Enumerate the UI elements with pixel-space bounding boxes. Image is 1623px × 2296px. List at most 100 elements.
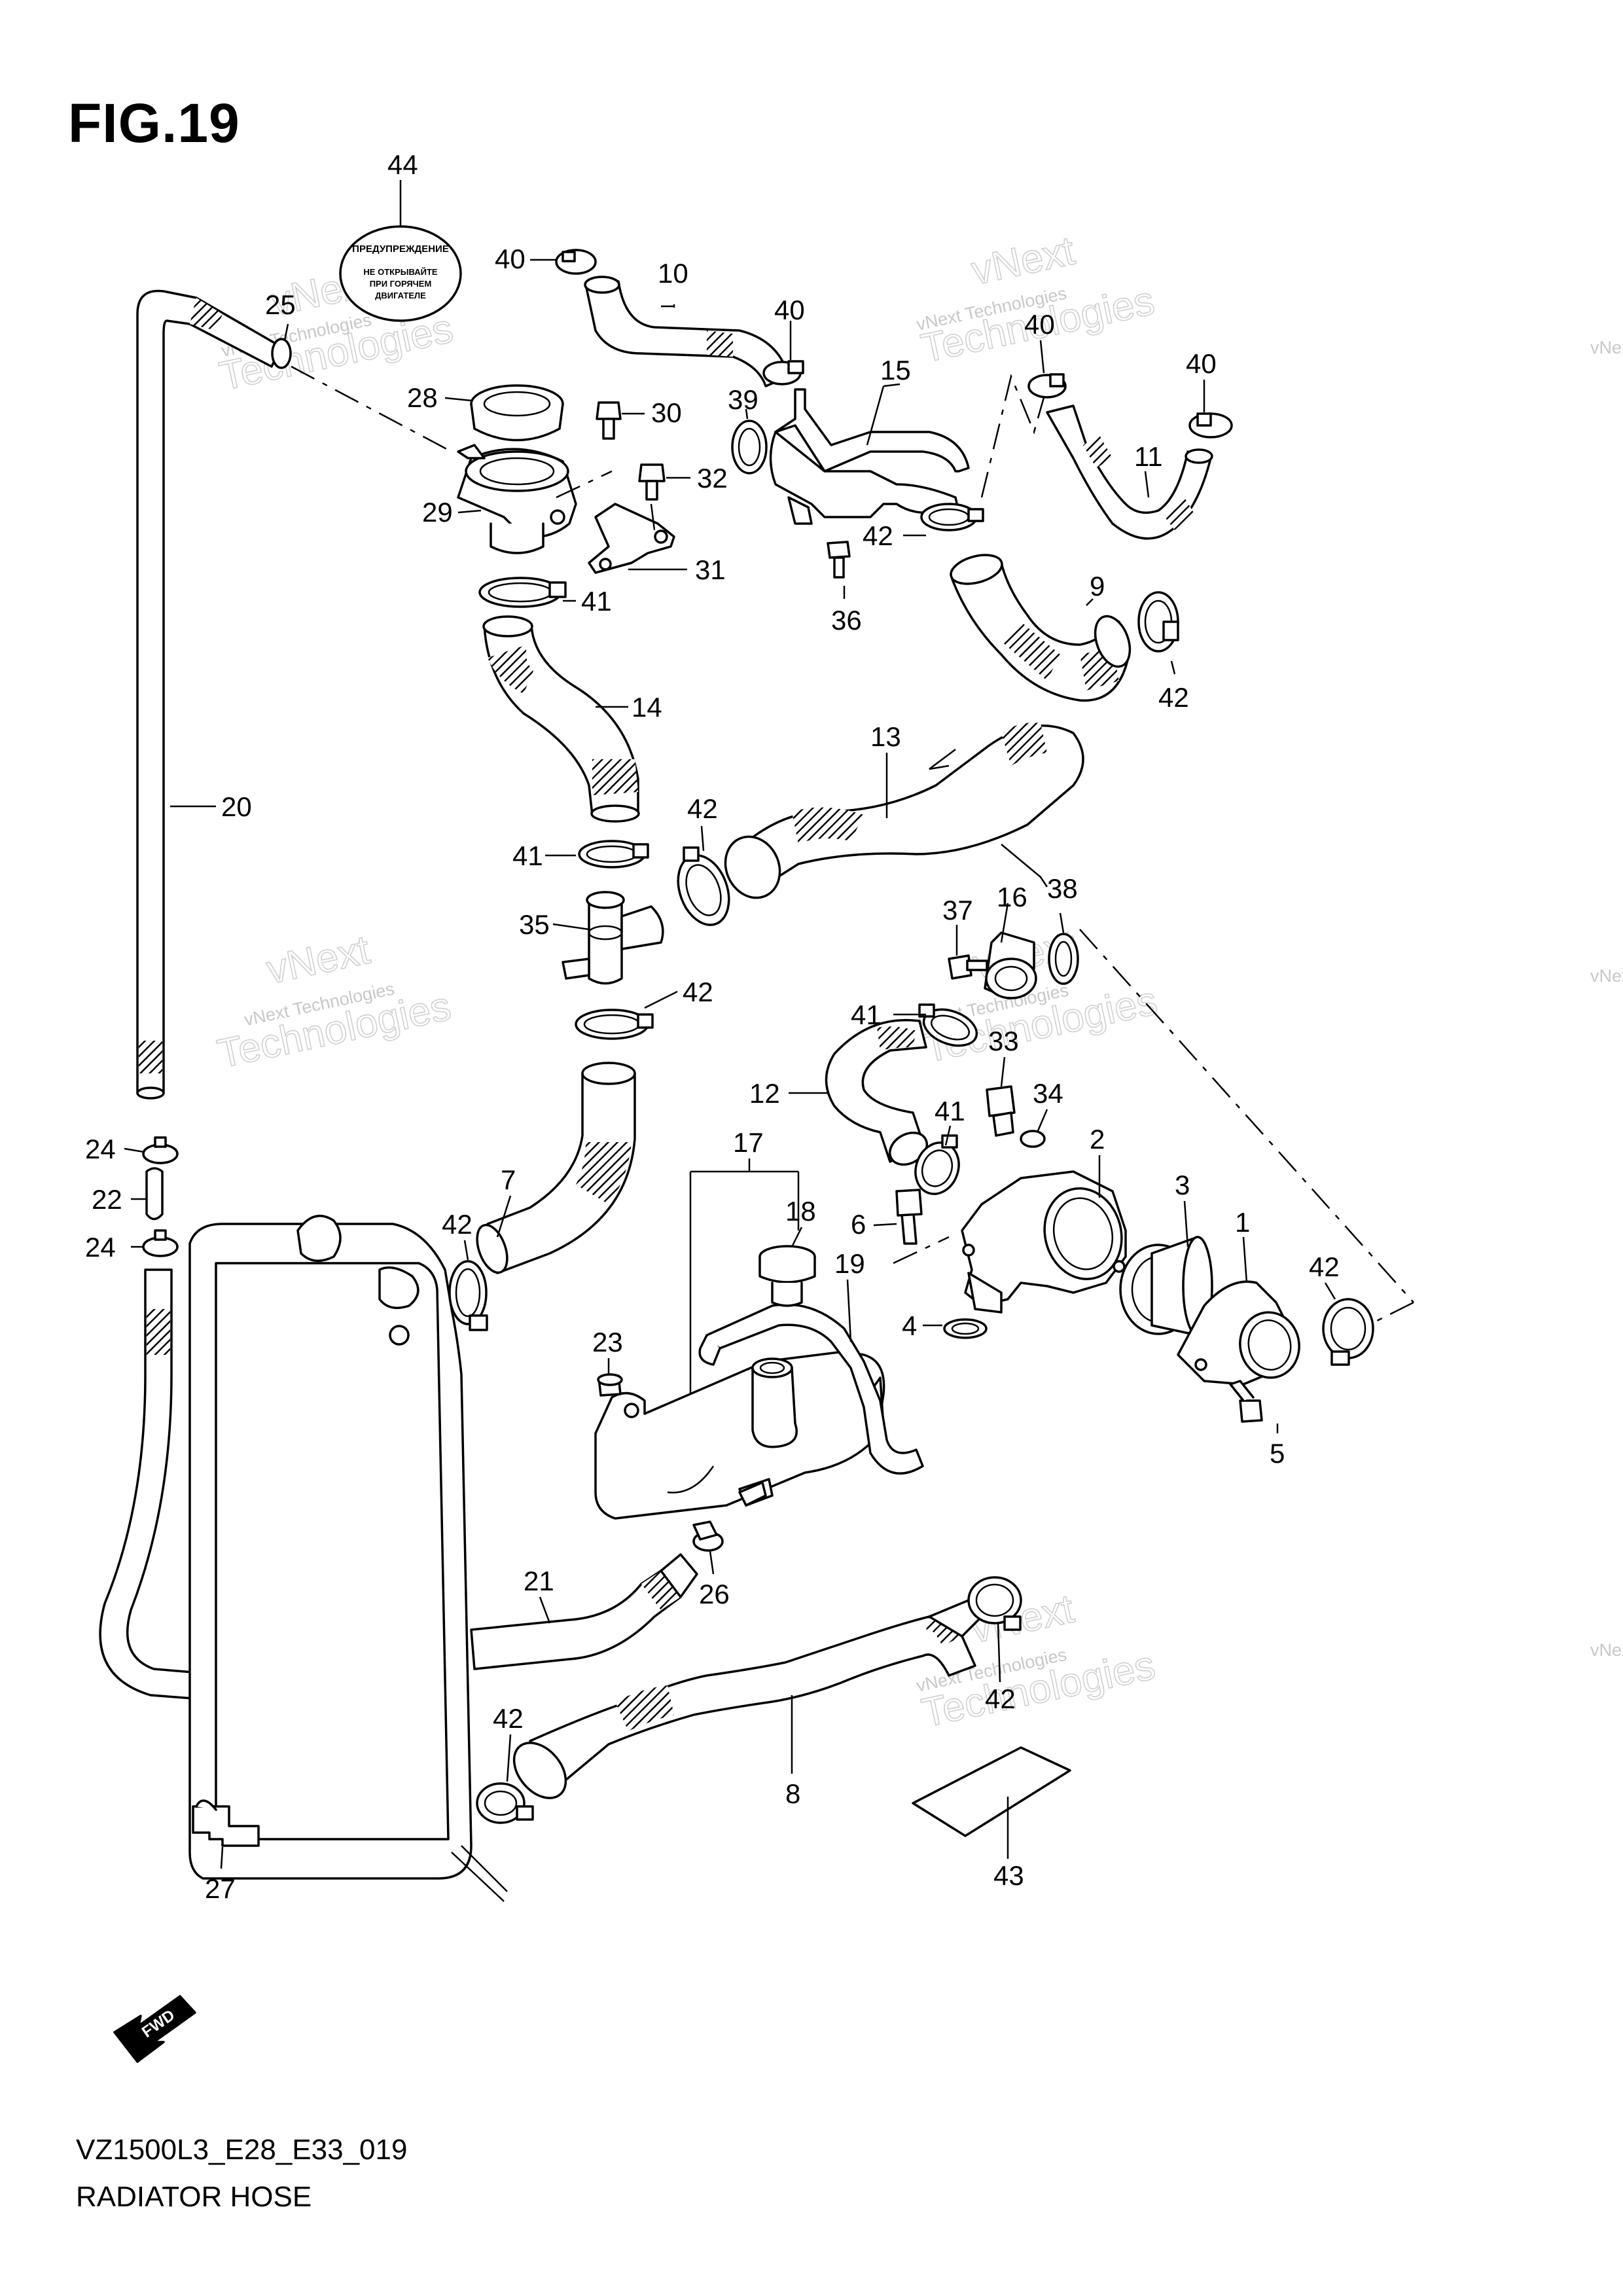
callout-6: 6: [851, 1209, 866, 1240]
part-38-o-ring: [1048, 933, 1079, 985]
part-30-bolt: [596, 401, 622, 440]
part-12-hose: [825, 1018, 928, 1166]
part-7-hose: [476, 1062, 636, 1274]
callout-22: 22: [92, 1184, 122, 1215]
callout-27: 27: [205, 1873, 236, 1904]
callout-25: 25: [265, 289, 296, 320]
callout-14: 14: [632, 692, 662, 723]
callout-10: 10: [658, 258, 688, 289]
callout-40: 40: [1024, 309, 1055, 340]
part-42-clamp-35: [575, 1009, 654, 1040]
callout-38: 38: [1047, 873, 1078, 904]
callout-labels: 44 40 10 40 25 28 30 39 15 40 40 32 11 2…: [85, 149, 1340, 1904]
callout-34: 34: [1033, 1078, 1063, 1109]
assembly-line: [291, 365, 452, 453]
callout-23: 23: [592, 1327, 623, 1357]
callout-41: 41: [935, 1096, 965, 1126]
callout-42: 42: [1309, 1251, 1340, 1282]
callout-8: 8: [785, 1778, 800, 1809]
part-20-long-hose: [136, 289, 283, 1100]
part-9-hose: [950, 554, 1132, 702]
callout-13: 13: [870, 721, 901, 752]
part-40-clamp-a: [555, 249, 597, 275]
part-23-bolt: [597, 1373, 623, 1397]
callout-42: 42: [442, 1209, 473, 1240]
part-24-clamp-bottom: [142, 1229, 179, 1257]
part-27-bracket: [192, 1799, 260, 1847]
assembly-line: [980, 373, 1048, 498]
part-32-bolt: [638, 463, 666, 501]
part-20-lower-hose: [99, 1268, 194, 1700]
watermark-text: vNext: [1590, 1640, 1623, 1660]
part-44-warning-label: ПРЕДУПРЕЖДЕНИЕ НЕ ОТКРЫВАЙТЕ ПРИ ГОРЯЧЕМ…: [339, 225, 462, 322]
part-13-hose: [724, 723, 1084, 899]
cap-label-line: ПРЕДУПРЕЖДЕНИЕ: [352, 243, 449, 255]
callout-9: 9: [1090, 571, 1105, 601]
part-19-bottom-nipple: [738, 1481, 767, 1507]
radiator: [188, 1215, 508, 1902]
part-2-thermostat-housing: [961, 1170, 1127, 1314]
part-3-thermostat: [1119, 1236, 1213, 1336]
part-1-cover: [1177, 1280, 1300, 1386]
part-36-bolt: [827, 541, 851, 579]
part-43-label: [912, 1746, 1071, 1837]
callout-39: 39: [728, 384, 758, 415]
part-42-clamp-8-left: [476, 1782, 534, 1824]
callout-26: 26: [699, 1579, 730, 1609]
part-28-radiator-cap: [470, 384, 564, 442]
callout-17: 17: [733, 1127, 764, 1158]
callout-21: 21: [524, 1566, 554, 1596]
callout-42: 42: [683, 977, 713, 1007]
part-5-bolt: [1229, 1380, 1263, 1423]
part-6-bolt: [895, 1189, 923, 1245]
cap-label-line: НЕ ОТКРЫВАЙТЕ: [363, 267, 437, 277]
part-14-hose: [482, 615, 640, 823]
assembly-line: [893, 1236, 950, 1265]
part-40-clamp-d: [1188, 412, 1233, 439]
part-19-overflow-hose: [698, 1303, 924, 1475]
callout-7: 7: [501, 1164, 516, 1195]
cap-label-line: ДВИГАТЕЛЕ: [375, 291, 426, 300]
part-42-clamp-13: [677, 846, 730, 926]
leader-lines: [124, 180, 1336, 1869]
model-code: VZ1500L3_E28_E33_019: [76, 2134, 408, 2166]
part-34-o-ring: [1020, 1130, 1046, 1148]
callout-42: 42: [1158, 682, 1189, 713]
callout-41: 41: [851, 999, 882, 1030]
part-41-clamp-middle: [578, 840, 649, 869]
part-42-clamp-15: [920, 503, 984, 531]
fwd-arrow-icon: FWD: [113, 1995, 196, 2063]
part-10-hose: [584, 276, 790, 387]
callout-20: 20: [221, 791, 252, 822]
assembly-line: [1374, 1301, 1414, 1323]
callout-3: 3: [1175, 1170, 1190, 1200]
part-8-hose: [512, 1599, 983, 1799]
assembly-line: [650, 503, 656, 531]
part-41-clamp-upper: [478, 577, 567, 608]
part-4-o-ring: [943, 1318, 988, 1339]
callout-28: 28: [407, 382, 438, 413]
callout-35: 35: [519, 909, 550, 940]
part-40-clamp-c: [1027, 373, 1067, 399]
callout-37: 37: [942, 895, 973, 925]
part-21-hose-end: [660, 1553, 698, 1598]
callout-42: 42: [493, 1703, 524, 1734]
callout-2: 2: [1090, 1124, 1105, 1155]
part-40-clamp-b: [762, 360, 804, 386]
callout-32: 32: [697, 463, 728, 493]
callout-24: 24: [85, 1134, 116, 1164]
callout-41: 41: [512, 840, 543, 871]
watermark-text: vNext: [263, 927, 374, 993]
callout-1: 1: [1235, 1207, 1250, 1238]
part-42-clamp-9: [1137, 591, 1179, 653]
part-11-hose: [1046, 404, 1213, 540]
callout-42: 42: [985, 1683, 1016, 1714]
assembly-line: [1079, 929, 1414, 1303]
figure-title: FIG.19: [68, 92, 240, 154]
part-33-sensor: [986, 1085, 1016, 1137]
part-19-hose-neck: [751, 1357, 798, 1448]
watermark-text: vNext: [1590, 966, 1623, 986]
callout-30: 30: [651, 397, 682, 428]
callout-43: 43: [993, 1860, 1024, 1891]
